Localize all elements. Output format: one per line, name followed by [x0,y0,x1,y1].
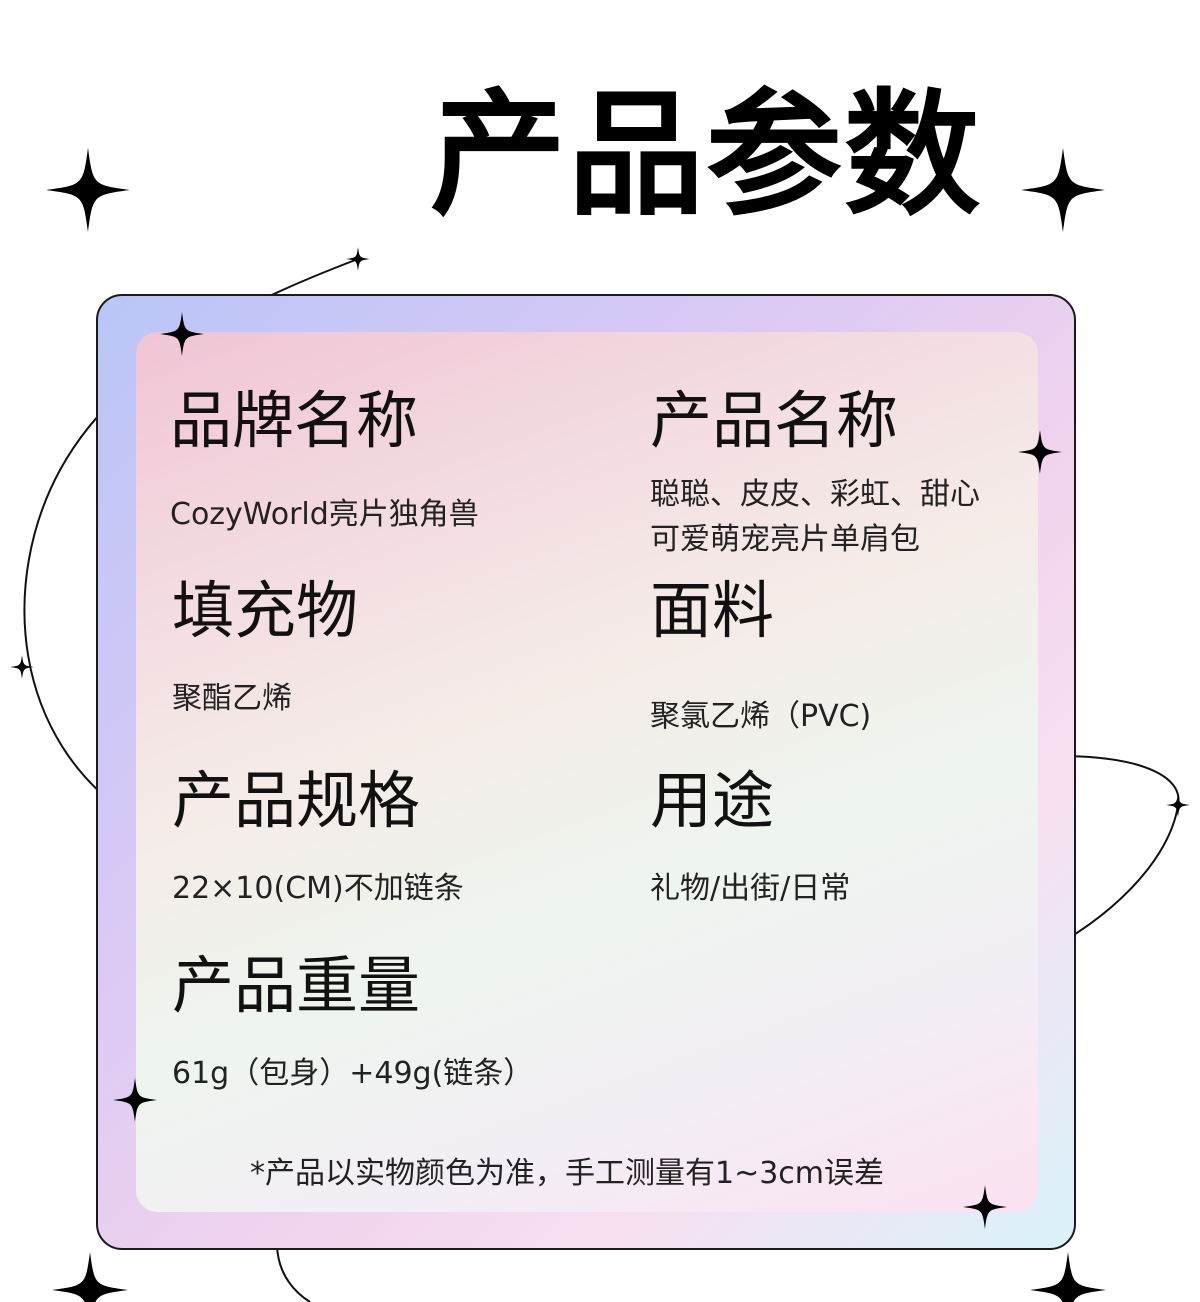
spec-label-usage: 用途 [650,764,775,837]
spec-label-size: 产品规格 [172,764,421,837]
spec-label-brand: 品牌名称 [170,384,419,457]
spec-label-product-name: 产品名称 [650,384,899,457]
spec-value-usage: 礼物/出街/日常 [650,871,851,906]
spec-usage: 用途 礼物/出街/日常 [650,770,850,911]
spec-value-filling: 聚酯乙烯 [172,681,292,716]
spec-filling: 填充物 聚酯乙烯 [172,580,358,721]
measurement-disclaimer: *产品以实物颜色为准，手工测量有1~3cm误差 [250,1156,885,1191]
page-title: 产品参数 [430,77,982,235]
spec-label-fabric: 面料 [650,574,775,647]
spec-card [136,332,1038,1212]
spec-label-filling: 填充物 [172,574,359,647]
spec-weight: 产品重量 61g（包身）+49g(链条） [172,955,533,1096]
spec-label-weight: 产品重量 [172,949,421,1022]
spec-value-size: 22×10(CM)不加链条 [172,871,464,906]
spec-fabric: 面料 聚氯乙烯（PVC) [650,580,871,739]
spec-value-brand: CozyWorld亮片独角兽 [170,497,479,532]
sparkle-icon [1166,793,1190,817]
sparkle-icon [52,1252,128,1302]
spec-brand: 品牌名称 CozyWorld亮片独角兽 [170,390,479,537]
spec-size: 产品规格 22×10(CM)不加链条 [172,770,464,911]
sparkle-icon [346,247,370,271]
sparkle-icon [10,655,34,679]
spec-product-name: 产品名称 聪聪、皮皮、彩虹、甜心 可爱萌宠亮片单肩包 [650,390,980,562]
spec-value-product-name-line1: 聪聪、皮皮、彩虹、甜心 [650,477,980,512]
sparkle-icon [1021,148,1105,232]
spec-value-fabric: 聚氯乙烯（PVC) [650,699,872,734]
spec-value-product-name-line2: 可爱萌宠亮片单肩包 [650,522,920,557]
sparkle-icon [46,148,130,232]
spec-value-weight: 61g（包身）+49g(链条） [172,1056,534,1091]
sparkle-icon [1030,1252,1106,1302]
